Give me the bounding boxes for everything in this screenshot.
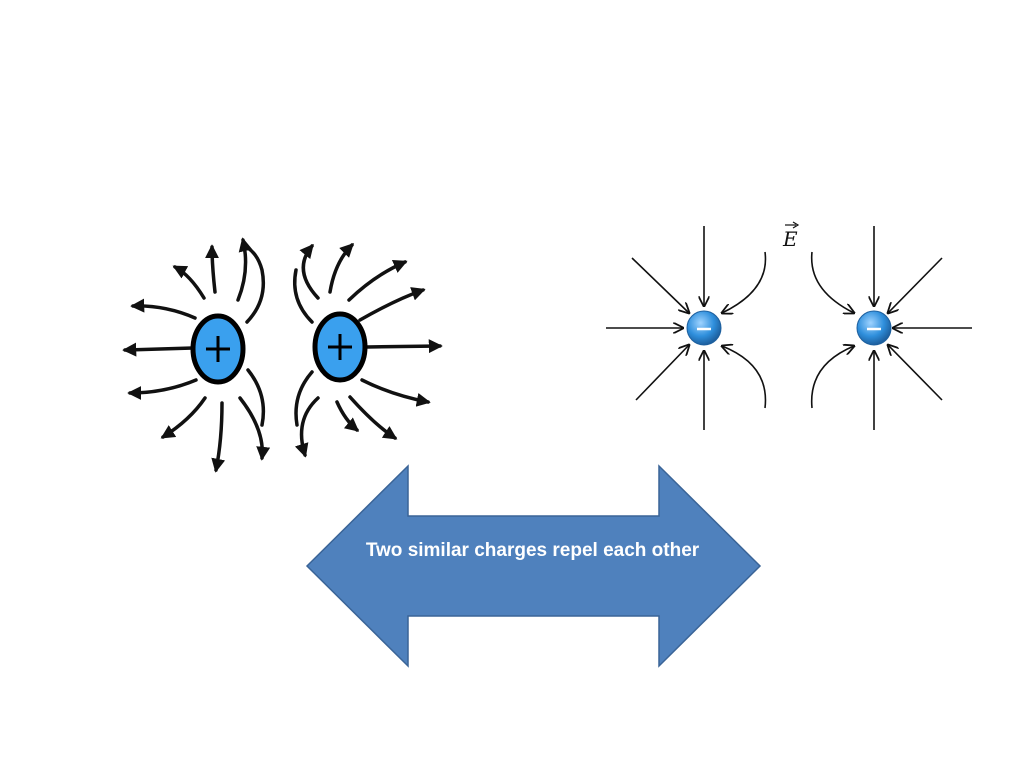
field-line [888,345,943,401]
field-line [205,244,220,294]
field-line [722,251,767,313]
field-line [246,368,266,427]
positive-charge-right [312,311,368,383]
field-line [348,395,398,440]
field-line [635,345,689,401]
field-line [294,396,320,458]
field-line [365,339,443,354]
field-line [328,243,354,294]
positive-charge-left [190,313,246,385]
field-line [236,237,253,302]
field-line [211,401,226,473]
negative-field-lines [606,226,972,430]
field-line [122,342,195,357]
negative-charge-left [686,310,722,346]
negative-charge-right [856,310,892,346]
double-arrow-shape [305,464,762,668]
field-line [160,396,207,439]
double-arrow-label: Two similar charges repel each other [365,540,700,561]
field-line [347,260,408,302]
field-line [130,298,197,320]
field-line [127,378,198,400]
positive-field-lines [122,237,443,473]
field-line [294,370,314,427]
field-line [299,243,320,300]
field-line [631,257,689,313]
field-line [810,251,854,313]
field-line [888,257,943,313]
field-line [810,346,854,409]
field-line [172,265,206,300]
field-line [238,396,271,461]
field-line [360,378,431,407]
field-label-e: E [782,221,800,251]
svg-text:E: E [782,227,798,251]
field-line [358,287,426,322]
field-line [293,268,314,324]
field-line [722,346,767,409]
field-line [335,400,360,432]
field-line [245,246,266,324]
